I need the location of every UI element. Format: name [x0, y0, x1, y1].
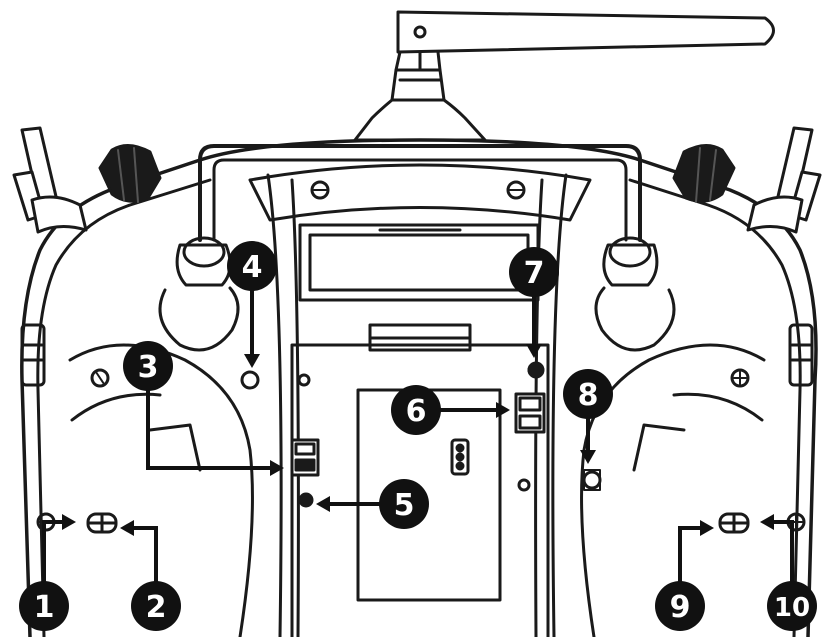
screw-icon	[582, 470, 602, 490]
right-latch	[788, 323, 814, 387]
left-knob	[98, 144, 162, 203]
callout-label: 10	[774, 593, 810, 623]
leader-arrow-2	[132, 526, 158, 582]
callout-label: 3	[138, 350, 159, 385]
leader-arrow-3	[146, 388, 272, 470]
callout-5: 5	[379, 479, 429, 529]
adjuster-right	[718, 512, 750, 534]
screw-icon	[310, 180, 330, 200]
callout-label: 4	[242, 250, 263, 285]
callout-label: 5	[394, 488, 415, 523]
back-panel	[290, 343, 550, 637]
callout-label: 8	[578, 378, 599, 413]
left-switches	[12, 126, 88, 234]
module-box	[356, 388, 502, 602]
right-switches	[746, 126, 822, 234]
callout-label: 7	[524, 256, 545, 291]
callout-label: 9	[670, 590, 691, 625]
callout-1: 1	[19, 581, 69, 631]
display-window	[298, 223, 540, 302]
callout-9: 9	[655, 581, 705, 631]
connector-right	[514, 392, 546, 434]
leader-arrow-1	[42, 520, 66, 582]
callout-label: 1	[34, 590, 55, 625]
screw-icon	[240, 370, 260, 390]
callout-label: 2	[146, 590, 167, 625]
screw-icon	[506, 180, 526, 200]
callout-7: 7	[509, 247, 559, 297]
callout-8: 8	[563, 369, 613, 419]
left-latch	[20, 323, 46, 387]
top-panel-arch	[248, 163, 592, 222]
leader-arrow-9	[678, 526, 702, 582]
center-column	[266, 173, 568, 637]
slot-tab	[368, 323, 472, 352]
right-handle-post	[594, 236, 676, 352]
callout-2: 2	[131, 581, 181, 631]
callout-label: 6	[406, 394, 427, 429]
connector-left	[290, 438, 320, 477]
handle-bar	[198, 144, 642, 242]
callout-3: 3	[123, 341, 173, 391]
leader-arrow-10	[772, 520, 794, 582]
right-knob	[672, 144, 736, 203]
callout-4: 4	[227, 241, 277, 291]
transmitter-body	[20, 138, 818, 637]
antenna	[353, 10, 775, 142]
callout-10: 10	[767, 581, 817, 631]
left-handle-post	[158, 236, 240, 352]
left-grip	[68, 343, 254, 637]
callout-6: 6	[391, 385, 441, 435]
port-icon	[298, 492, 314, 508]
adjuster-left	[86, 512, 118, 534]
